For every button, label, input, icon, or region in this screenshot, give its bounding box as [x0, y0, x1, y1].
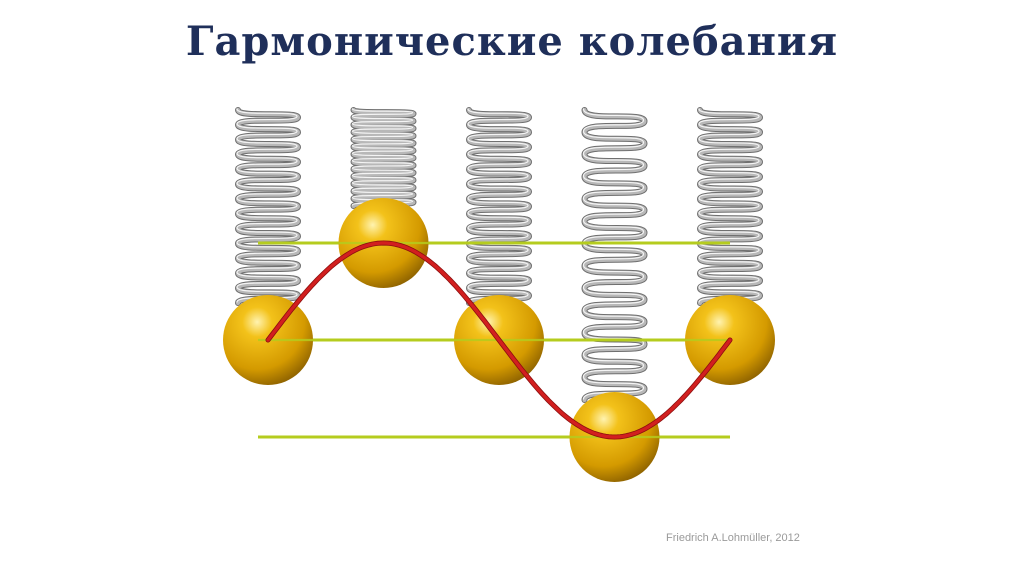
- spring-coil: [582, 108, 647, 402]
- spring-coil: [235, 108, 301, 305]
- spring-coil-highlight: [351, 108, 414, 206]
- spring-coil-shadow: [696, 107, 764, 306]
- spring: [581, 107, 648, 403]
- spring-coil-shadow: [581, 107, 648, 403]
- image-credit: Friedrich A.Lohmüller, 2012: [666, 532, 800, 544]
- spring-coil: [697, 108, 763, 305]
- slide-title: Гармонические колебания: [185, 18, 839, 65]
- spring: [465, 107, 533, 306]
- spring-coil-highlight: [236, 108, 298, 303]
- sine-wave: [266, 241, 732, 439]
- spring-coil-shadow: [465, 107, 533, 306]
- spring: [350, 107, 417, 209]
- spring-coil: [466, 108, 532, 305]
- spring-coil: [351, 108, 416, 208]
- spring-coil-highlight: [467, 108, 529, 303]
- spring-coil-highlight: [698, 108, 760, 303]
- spring-coil-shadow: [234, 107, 302, 306]
- spring: [696, 107, 764, 306]
- wave-group: [265, 240, 733, 440]
- spring: [234, 107, 302, 306]
- springs-group: [234, 107, 764, 403]
- spring-coil-highlight: [582, 108, 645, 400]
